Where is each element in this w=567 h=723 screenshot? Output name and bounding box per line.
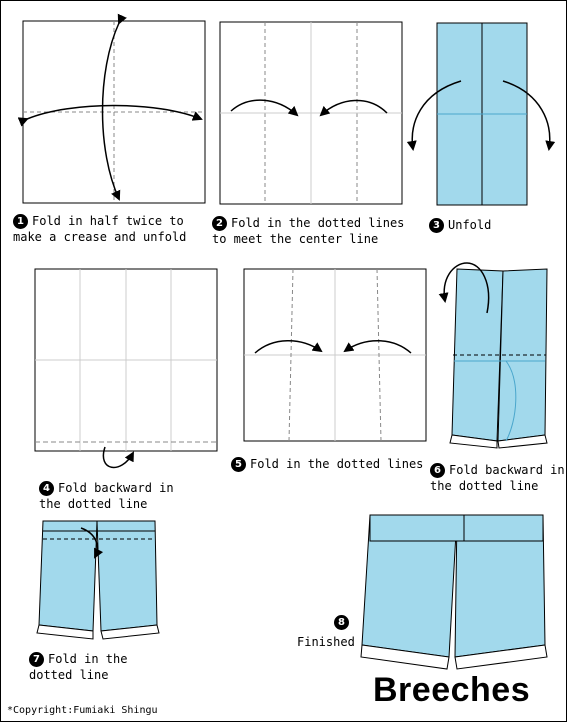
step-8-finished-breeches [360,514,548,670]
step-7-text: Fold in the dotted line [29,652,128,682]
fold-arrow-right [319,99,388,117]
copyright-notice: *Copyright:Fumiaki Shingu [7,705,158,716]
step-2-number: 2 [212,216,227,231]
step-5-text: Fold in the dotted lines [250,457,424,471]
step-6-diagram [438,262,548,449]
step-3-caption: 3 Unfold [429,217,491,233]
step-5-diagram [243,268,427,442]
step-5-caption: 5 Fold in the dotted lines [231,456,423,472]
unfold-arrow-left [406,80,462,151]
step-4-number: 4 [39,481,54,496]
step-1-number: 1 [13,214,28,229]
step-6-number: 6 [430,463,445,478]
step-1-diagram [17,13,206,204]
fold-back-arrow [102,446,134,469]
step-8-number: 8 [334,615,349,630]
step-2-text: Fold in the dotted lines to meet the cen… [212,216,405,246]
step-4-text: Fold backward in the dotted line [39,481,174,511]
step-4-diagram [34,268,218,469]
step-1-text: Fold in half twice to make a crease and … [13,214,187,244]
fold-back-arrow [438,262,490,314]
step-6-text: Fold backward in the dotted line [430,463,565,493]
fold-arrow [80,527,104,559]
step-5-number: 5 [231,457,246,472]
step-3-number: 3 [429,218,444,233]
fold-arrow-right [343,340,412,354]
step-2-diagram [219,21,403,205]
crease-arrow-horizontal [17,104,203,127]
unfold-arrow-right [502,80,556,151]
step-8-finished-label: Finished [297,635,355,649]
step-7-diagram [36,520,160,640]
fold-arrow-left [254,340,323,354]
step-7-number: 7 [29,652,44,667]
page-title: Breeches [373,671,531,709]
fold-arrow-left [230,99,299,117]
crease-arrow-vertical [101,13,127,201]
step-3-text: Unfold [448,218,492,232]
step-3-diagram [406,22,556,206]
